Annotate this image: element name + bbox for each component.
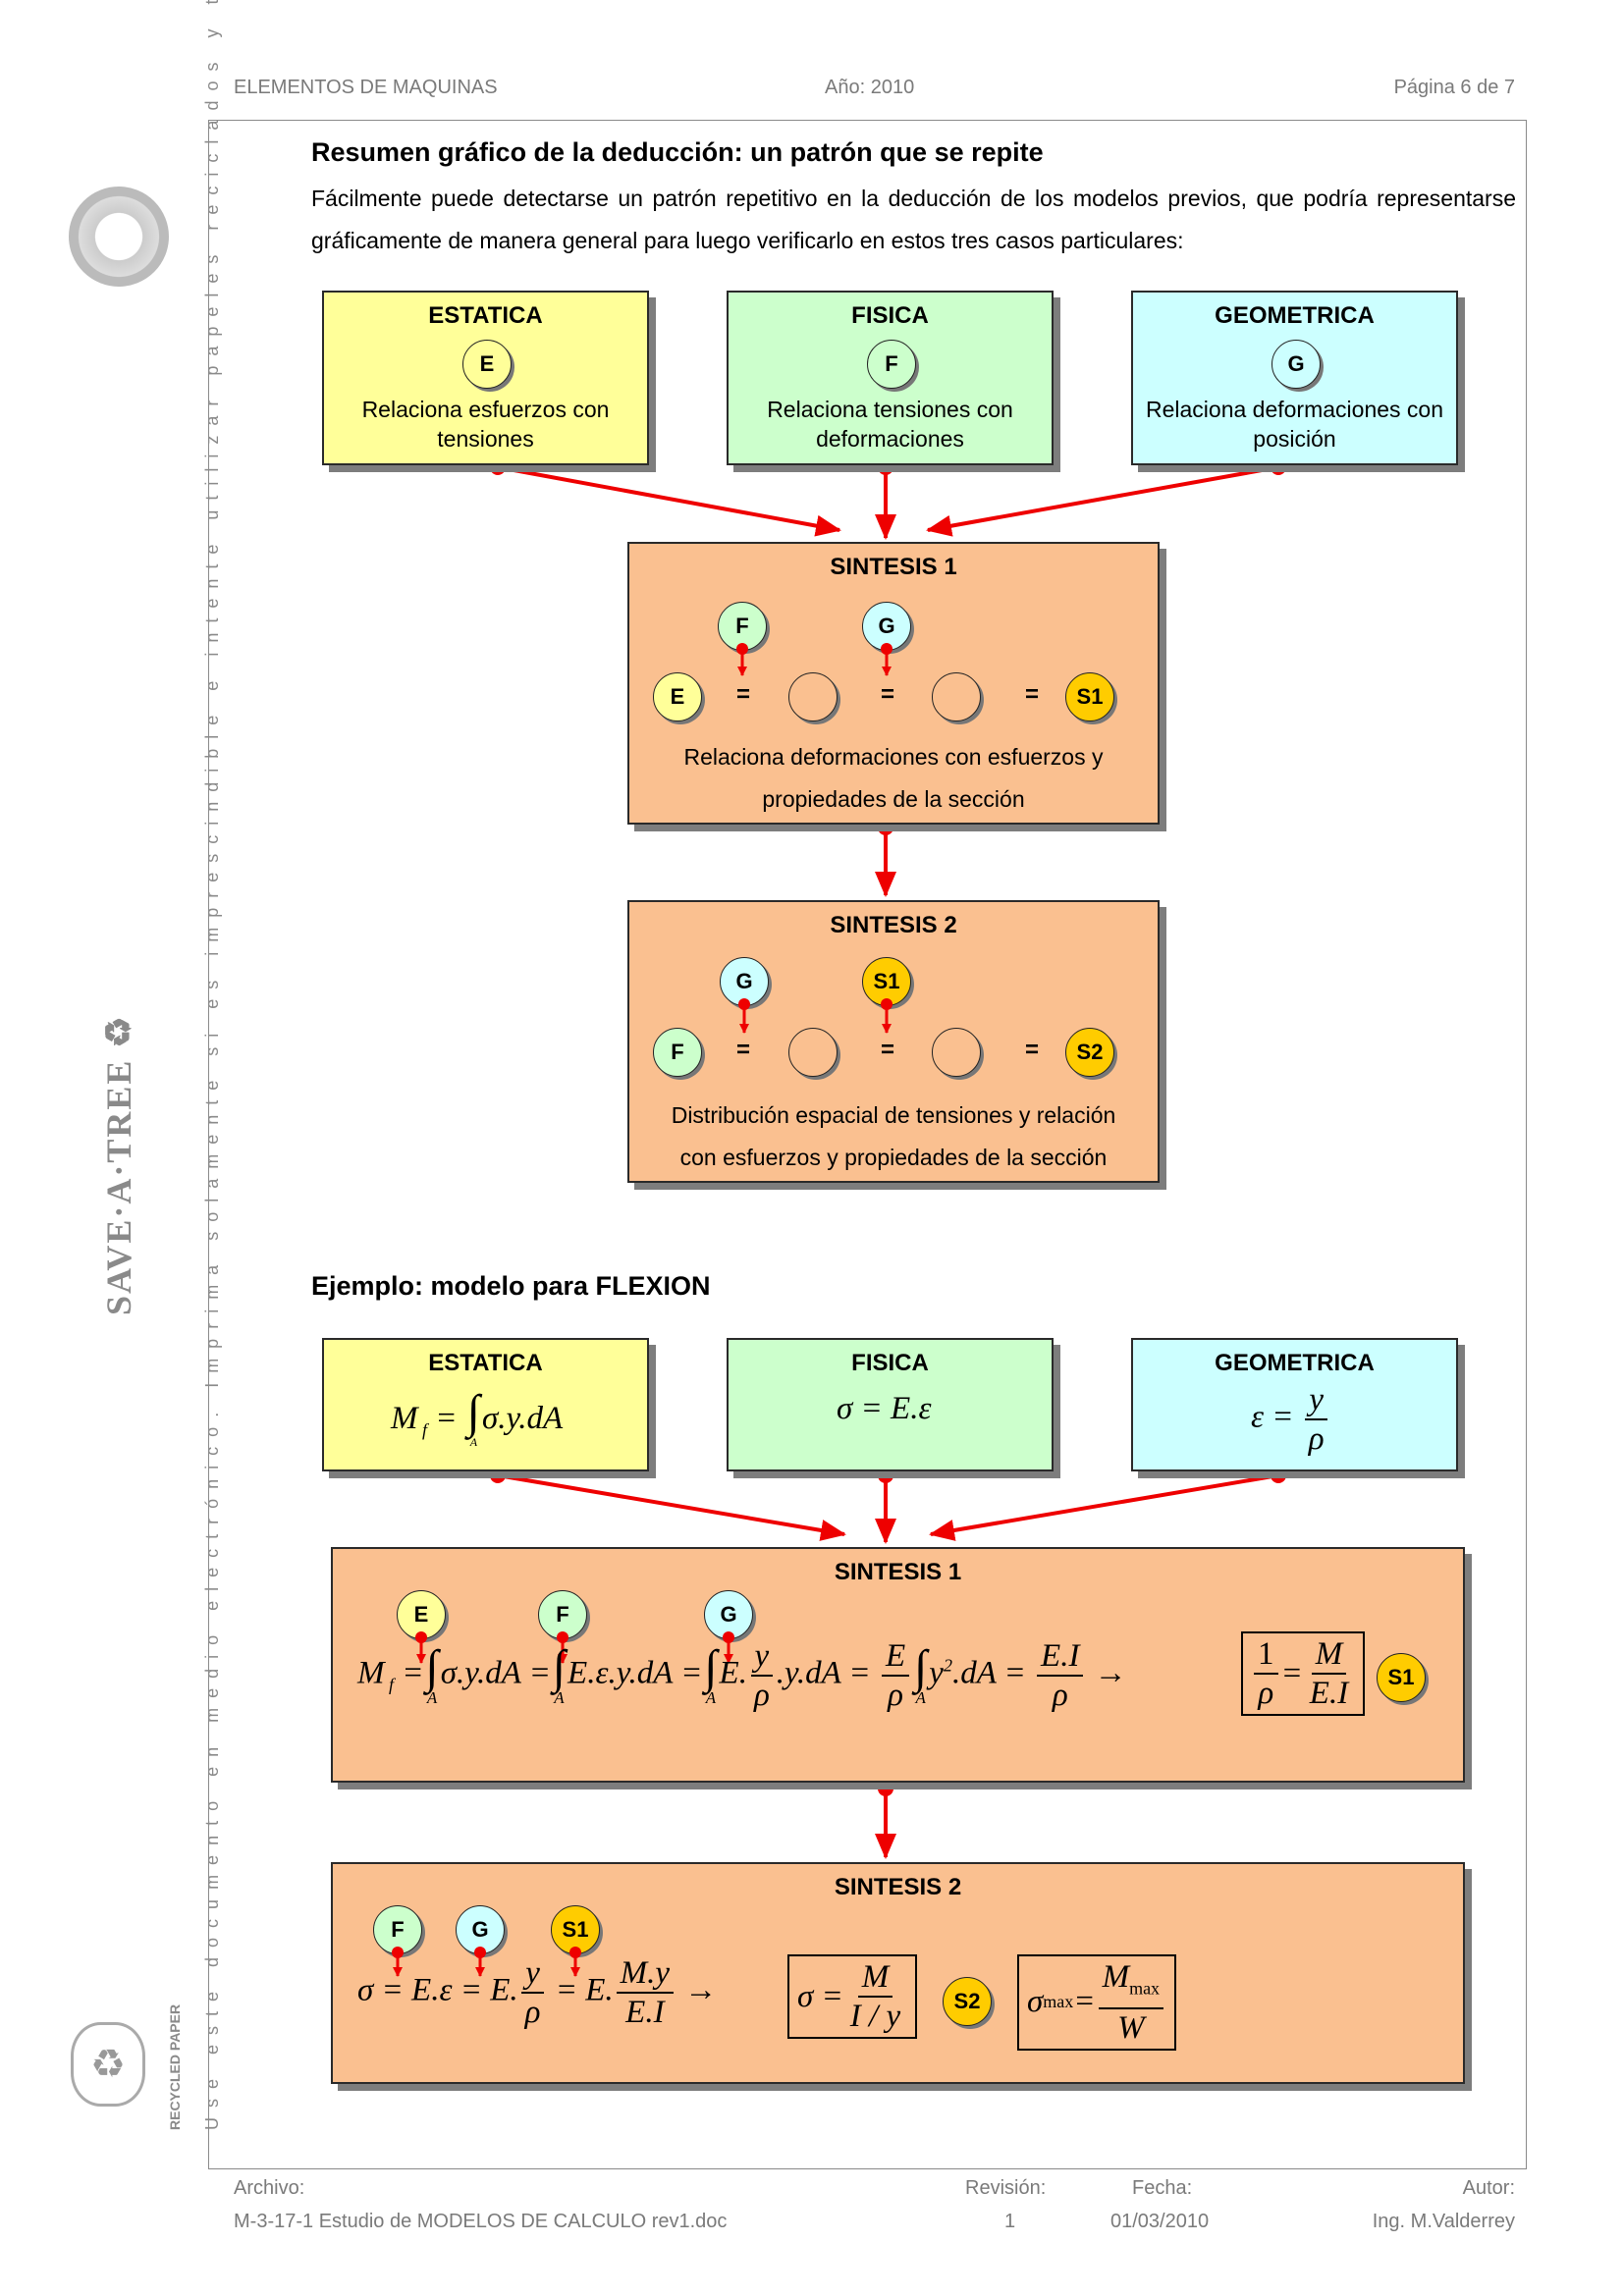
- example-s1-marker-f: F: [538, 1590, 587, 1639]
- fisica-letter-badge: F: [867, 340, 916, 389]
- sintesis2-empty-slot: [788, 1028, 838, 1077]
- example-fisica-title: FISICA: [851, 1350, 929, 1376]
- footer-revision-label: Revisión:: [965, 2177, 1047, 2199]
- sintesis1-empty-slot: [788, 672, 838, 721]
- example-s2-result-badge: S2: [943, 1977, 992, 2026]
- fisica-description: Relaciona tensiones con deformaciones: [767, 397, 1013, 452]
- section-title-example: Ejemplo: modelo para FLEXION: [311, 1271, 711, 1301]
- footer-autor-label: Autor:: [1462, 2177, 1515, 2199]
- estatica-letter-badge: E: [462, 340, 512, 389]
- example-s1-result-badge: S1: [1377, 1653, 1426, 1702]
- geometrica-description: Relaciona deformaciones con posición: [1145, 397, 1443, 452]
- fisica-title: FISICA: [851, 302, 929, 329]
- equals-sign: =: [881, 681, 895, 708]
- physics-equation: σ = E.ε: [837, 1391, 932, 1426]
- fisica-box: FISICA F Relaciona tensiones con deforma…: [727, 291, 1054, 465]
- sintesis1-start-e: E: [653, 672, 702, 721]
- intro-paragraph: Fácilmente puede detectarse un patrón re…: [311, 186, 1516, 253]
- example-s1-marker-e: E: [397, 1590, 446, 1639]
- recycle-icon: ♻: [71, 2022, 145, 2107]
- sintesis1-input-g: G: [862, 602, 911, 651]
- example-s1-arrows: [415, 1631, 734, 1664]
- sintesis2-result-s2: S2: [1065, 1028, 1114, 1077]
- equals-sign: =: [1025, 681, 1040, 708]
- example-sintesis2-title: SINTESIS 2: [834, 1874, 962, 1900]
- sintesis1-title: SINTESIS 1: [830, 554, 957, 580]
- example-s2-arrows: [392, 1947, 581, 1977]
- sintesis1-desc-line1: Relaciona deformaciones con esfuerzos y: [683, 744, 1104, 770]
- footer-archivo: M-3-17-1 Estudio de MODELOS DE CALCULO r…: [234, 2211, 728, 2232]
- geometrica-box: GEOMETRICA G Relaciona deformaciones con…: [1131, 291, 1458, 465]
- header-year: Año: 2010: [825, 77, 915, 98]
- example-geometrica-title: GEOMETRICA: [1215, 1350, 1375, 1376]
- sintesis1-arrows: [736, 643, 893, 676]
- footer-revision: 1: [1004, 2211, 1016, 2232]
- footer-archivo-label: Archivo:: [234, 2177, 305, 2199]
- equals-sign: =: [736, 1037, 751, 1063]
- page-frame: [208, 120, 1527, 2169]
- estatica-box: ESTATICA E Relaciona esfuerzos con tensi…: [322, 291, 649, 465]
- sintesis2-desc-line1: Distribución espacial de tensiones y rel…: [671, 1102, 1116, 1128]
- sintesis1-box: SINTESIS 1 F G E = = = S1 Relaciona defo…: [627, 542, 1160, 825]
- section-title-summary: Resumen gráfico de la deducción: un patr…: [311, 137, 1044, 167]
- example-sintesis1-title: SINTESIS 1: [834, 1559, 962, 1585]
- geometrica-letter-badge: G: [1271, 340, 1321, 389]
- equals-sign: =: [881, 1037, 895, 1063]
- footer-fecha: 01/03/2010: [1110, 2211, 1210, 2232]
- example-fisica-box: FISICA σ = E.ε: [727, 1338, 1054, 1471]
- header-subject: ELEMENTOS DE MAQUINAS: [234, 77, 498, 98]
- vegetable-ink-seal-logo: [69, 187, 169, 287]
- sintesis2-empty-slot: [932, 1028, 981, 1077]
- estatica-title: ESTATICA: [428, 302, 543, 329]
- header-page-number: Página 6 de 7: [1393, 77, 1515, 98]
- footer-fecha-label: Fecha:: [1132, 2177, 1193, 2199]
- sintesis2-box: SINTESIS 2 G S1 F = = = S2 Distribución …: [627, 900, 1160, 1183]
- sintesis1-desc-line2: propiedades de la sección: [762, 786, 1025, 812]
- example-s2-marker-s1: S1: [551, 1905, 600, 1954]
- sintesis2-desc-line2: con esfuerzos y propiedades de la secció…: [679, 1145, 1108, 1170]
- sintesis2-input-s1: S1: [862, 957, 911, 1006]
- sintesis2-start-f: F: [653, 1028, 702, 1077]
- example-s1-marker-g: G: [704, 1590, 753, 1639]
- equals-sign: =: [736, 681, 751, 708]
- sintesis1-result-s1: S1: [1065, 672, 1114, 721]
- footer-autor: Ing. M.Valderrey: [1372, 2211, 1515, 2232]
- example-estatica-title: ESTATICA: [428, 1350, 543, 1376]
- sintesis1-empty-slot: [932, 672, 981, 721]
- equals-sign: =: [1025, 1037, 1040, 1063]
- geometrica-title: GEOMETRICA: [1215, 302, 1375, 329]
- sintesis2-title: SINTESIS 2: [830, 912, 957, 938]
- sintesis2-arrows: [738, 998, 893, 1034]
- estatica-description: Relaciona esfuerzos con tensiones: [361, 397, 610, 452]
